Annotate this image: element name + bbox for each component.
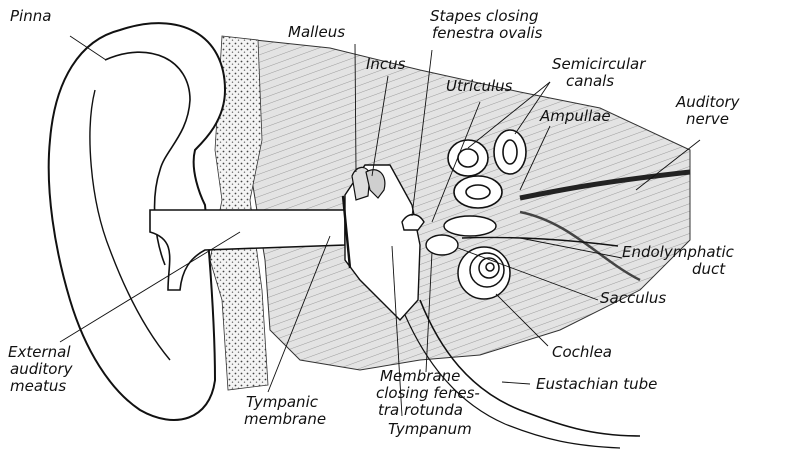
label-auditory-nerve-line1: Auditory bbox=[676, 94, 740, 111]
label-external-meatus-line2: auditory bbox=[10, 361, 73, 378]
label-stapes-line2: fenestra ovalis bbox=[432, 25, 542, 42]
label-tympanum: Tympanum bbox=[388, 421, 472, 438]
label-eustachian: Eustachian tube bbox=[536, 376, 657, 393]
label-utriculus: Utriculus bbox=[446, 78, 512, 95]
label-tympanic-line1: Tympanic bbox=[246, 394, 318, 411]
label-endolymphatic-line2: duct bbox=[692, 261, 725, 278]
label-sacculus: Sacculus bbox=[600, 290, 666, 307]
label-endolymphatic-line1: Endolymphatic bbox=[622, 244, 734, 261]
label-membrane-line3: tra rotunda bbox=[378, 402, 463, 419]
label-semicircular-line2: canals bbox=[566, 73, 614, 90]
label-membrane-line2: closing fenes- bbox=[376, 385, 480, 402]
cochlea-spiral bbox=[458, 247, 510, 299]
label-cochlea: Cochlea bbox=[552, 344, 612, 361]
label-tympanic-line2: membrane bbox=[244, 411, 326, 428]
label-stapes-line1: Stapes closing bbox=[430, 8, 539, 25]
sacculus-sac bbox=[426, 235, 458, 255]
utriculus-sac bbox=[444, 216, 496, 236]
label-semicircular-line1: Semicircular bbox=[552, 56, 645, 73]
label-membrane-line1: Membrane bbox=[380, 368, 460, 385]
label-external-meatus-line1: External bbox=[8, 344, 71, 361]
label-ampullae: Ampullae bbox=[540, 108, 611, 125]
label-external-meatus-line3: meatus bbox=[10, 378, 66, 395]
label-auditory-nerve-line2: nerve bbox=[686, 111, 729, 128]
label-malleus: Malleus bbox=[288, 24, 345, 41]
label-incus: Incus bbox=[366, 56, 406, 73]
label-pinna: Pinna bbox=[10, 8, 51, 25]
